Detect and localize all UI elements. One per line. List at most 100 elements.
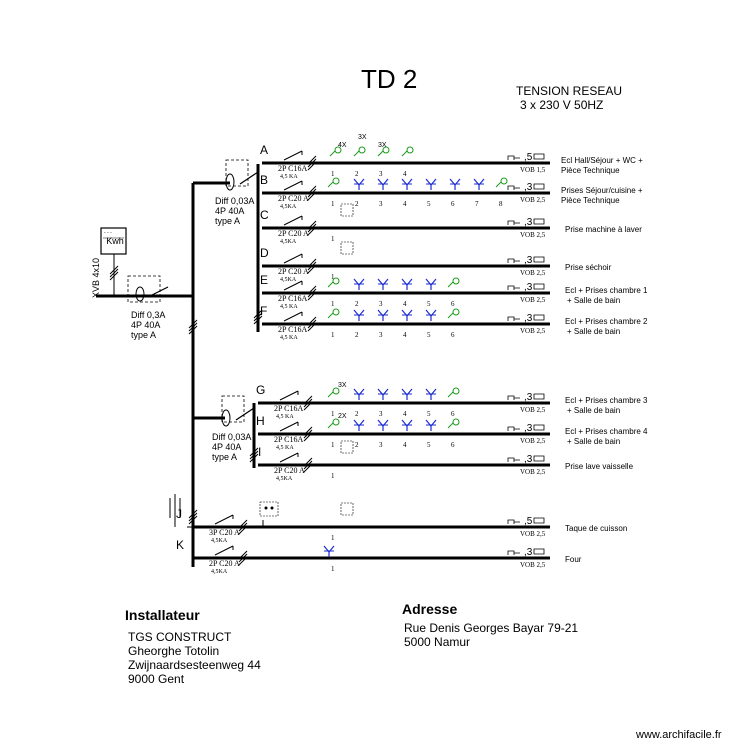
light-symbol — [327, 177, 340, 188]
point-number: 4 — [403, 441, 407, 449]
diff1-line-1: Diff 0,03A — [215, 196, 255, 206]
breaker-rating: 3P C20 A — [209, 528, 240, 537]
breaker-switch — [214, 514, 234, 525]
main-diff-coil — [135, 286, 145, 302]
device-symbol — [340, 440, 354, 454]
light-symbol — [447, 277, 460, 288]
socket-symbol — [425, 278, 437, 290]
installateur-line-1: TGS CONSTRUCT — [128, 630, 232, 644]
cable-vob: VOB 2,5 — [520, 561, 546, 569]
point-number: 6 — [451, 331, 455, 339]
circuit-desc-line-1: Ecl + Prises chambre 1 — [565, 286, 648, 295]
cable-slashes — [238, 550, 248, 566]
circuit-desc-line-2: + Salle de bain — [567, 406, 620, 415]
breaker-ka: 4,5KA — [280, 277, 297, 283]
multiplier-label: 3X — [378, 142, 387, 149]
socket-symbol — [425, 309, 437, 321]
point-number: 2 — [355, 331, 359, 339]
point-number: 1 — [331, 300, 335, 308]
breaker-switch — [283, 215, 303, 226]
circuit-letter-i: I — [258, 445, 262, 459]
point-number: 1 — [331, 273, 335, 281]
circuit-desc-line-1: Ecl + Prises chambre 3 — [565, 396, 648, 405]
diff2-line-1: Diff 0,03A — [212, 432, 252, 442]
cable-vob: VOB 2,5 — [520, 406, 546, 414]
installateur-heading: Installateur — [125, 607, 200, 623]
breaker-ka: 4,5 KA — [280, 304, 298, 310]
point-number: 1 — [331, 472, 335, 480]
socket-symbol — [449, 178, 461, 190]
point-number: 1 — [331, 170, 335, 178]
cable-vob: VOB 2,5 — [520, 269, 546, 277]
meter-cable-slashes — [109, 265, 119, 281]
circuit-letter-g: G — [256, 383, 266, 397]
watermark: www.archifacile.fr — [636, 729, 722, 741]
breaker-rating: 2P C16A — [274, 404, 303, 413]
breaker-rating: 2P C16A — [278, 164, 307, 173]
group1-slashes — [253, 309, 263, 325]
bus-slashes-2 — [188, 509, 198, 525]
diff1-line-3: type A — [215, 216, 241, 226]
socket-symbol — [377, 178, 389, 190]
cable-size: ,5 — [524, 152, 533, 163]
meter-dial: - - - — [104, 230, 112, 236]
device-symbol — [340, 502, 354, 516]
point-number: 5 — [427, 200, 431, 208]
light-symbol — [447, 308, 460, 319]
adresse-line-2: 5000 Namur — [404, 635, 471, 649]
point-number: 3 — [379, 300, 383, 308]
cable-vob: VOB 1,5 — [520, 166, 546, 174]
cable-size: ,3 — [524, 392, 533, 403]
point-number: 1 — [331, 441, 335, 449]
circuit-desc-line-2: Pièce Technique — [561, 166, 620, 175]
diff2-switch — [235, 407, 255, 421]
cable-vob: VOB 2,5 — [520, 437, 546, 445]
cable-slashes — [307, 220, 317, 236]
circuit-desc-line-1: Ecl + Prises chambre 2 — [565, 317, 648, 326]
cable-slashes — [303, 395, 313, 411]
diff2-line-3: type A — [212, 452, 238, 462]
main-diff-box — [127, 275, 161, 303]
cable-slashes — [238, 519, 248, 535]
point-number: 3 — [379, 331, 383, 339]
point-number: 2 — [355, 441, 359, 449]
j-device-box — [259, 501, 279, 517]
cable-vob: VOB 2,5 — [520, 296, 546, 304]
cable-size: ,3 — [524, 282, 533, 293]
multiplier-label: 4X — [338, 142, 347, 149]
cable-slashes — [307, 258, 317, 274]
light-symbol — [447, 387, 460, 398]
circuit-letter-e: E — [260, 273, 269, 287]
adresse-heading: Adresse — [402, 601, 458, 617]
point-number: 5 — [427, 410, 431, 418]
point-number: 8 — [499, 200, 503, 208]
point-number: 4 — [403, 200, 407, 208]
cable-vob: VOB 2,5 — [520, 468, 546, 476]
main-diff-line-3: type A — [131, 330, 157, 340]
circuit-letter-f: F — [260, 304, 268, 318]
point-number: 1 — [331, 331, 335, 339]
j-device-dot-1 — [264, 506, 268, 510]
breaker-rating: 2P C20 A — [278, 229, 309, 238]
cable-slashes — [307, 185, 317, 201]
light-symbol — [327, 308, 340, 319]
point-number: 6 — [451, 441, 455, 449]
socket-symbol — [377, 388, 389, 400]
main-diff-line-2: 4P 40A — [131, 320, 161, 330]
circuit-letter-b: B — [260, 173, 269, 187]
circuit-letter-c: C — [260, 208, 269, 222]
point-number: 6 — [451, 410, 455, 418]
point-number: 6 — [451, 200, 455, 208]
breaker-switch — [283, 180, 303, 191]
point-number: 2 — [355, 200, 359, 208]
circuit-desc-line-1: Ecl Hall/Séjour + WC + — [561, 156, 643, 165]
point-number: 7 — [475, 200, 479, 208]
cable-slashes — [307, 285, 317, 301]
socket-symbol — [401, 278, 413, 290]
